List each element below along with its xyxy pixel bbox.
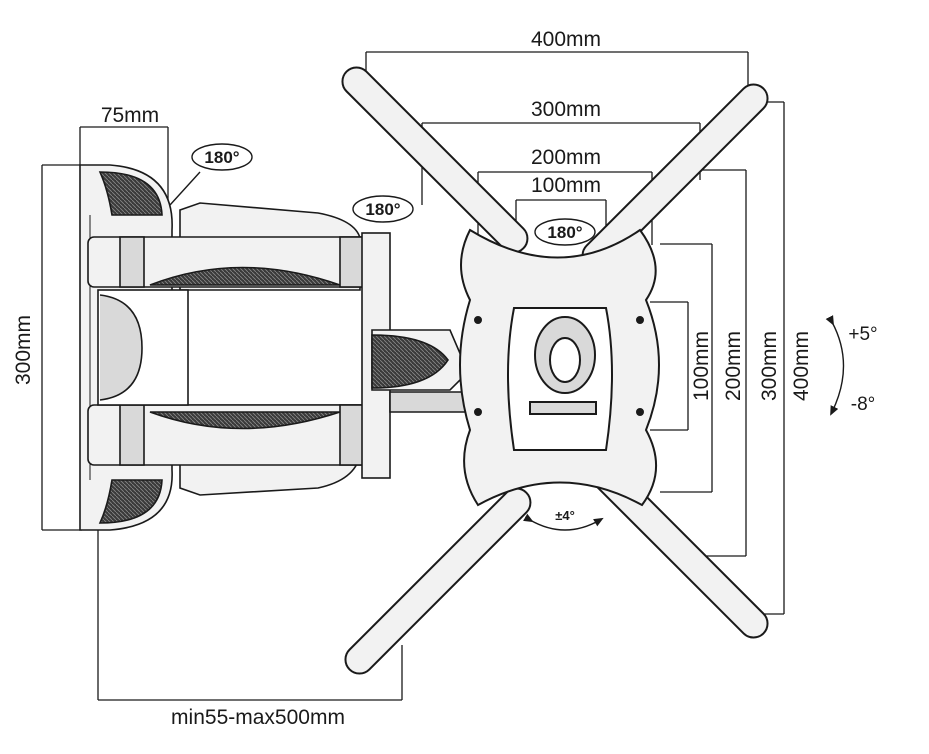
tilt-up-label: +5° (848, 324, 877, 345)
wall-plate-height-label: 300mm (12, 315, 35, 385)
swivel-rotation-label-column: 180° (365, 200, 400, 219)
vesa-height-400-label: 400mm (790, 331, 813, 401)
swivel-rotation-label-plate: 180° (547, 223, 582, 242)
arm-depth-label: 75mm (101, 104, 159, 127)
extension-label: min55-max500mm (171, 706, 345, 729)
rotation-arrows (169, 143, 845, 531)
swivel-rotation-label-arm: 180° (204, 148, 239, 167)
tilt-down-label: -8° (851, 394, 876, 415)
level-adjust-label: ±4° (555, 508, 575, 523)
vesa-width-300-label: 300mm (531, 98, 601, 121)
vesa-width-200-label: 200mm (531, 146, 601, 169)
upper-arm (87, 202, 369, 291)
lower-arm (87, 404, 369, 496)
arm-column (97, 232, 471, 479)
vesa-width-100-label: 100mm (531, 174, 601, 197)
vesa-height-300-label: 300mm (758, 331, 781, 401)
vesa-plate (459, 228, 660, 507)
vesa-width-400-label: 400mm (531, 28, 601, 51)
vesa-height-200-label: 200mm (722, 331, 745, 401)
vesa-height-100-label: 100mm (690, 331, 713, 401)
